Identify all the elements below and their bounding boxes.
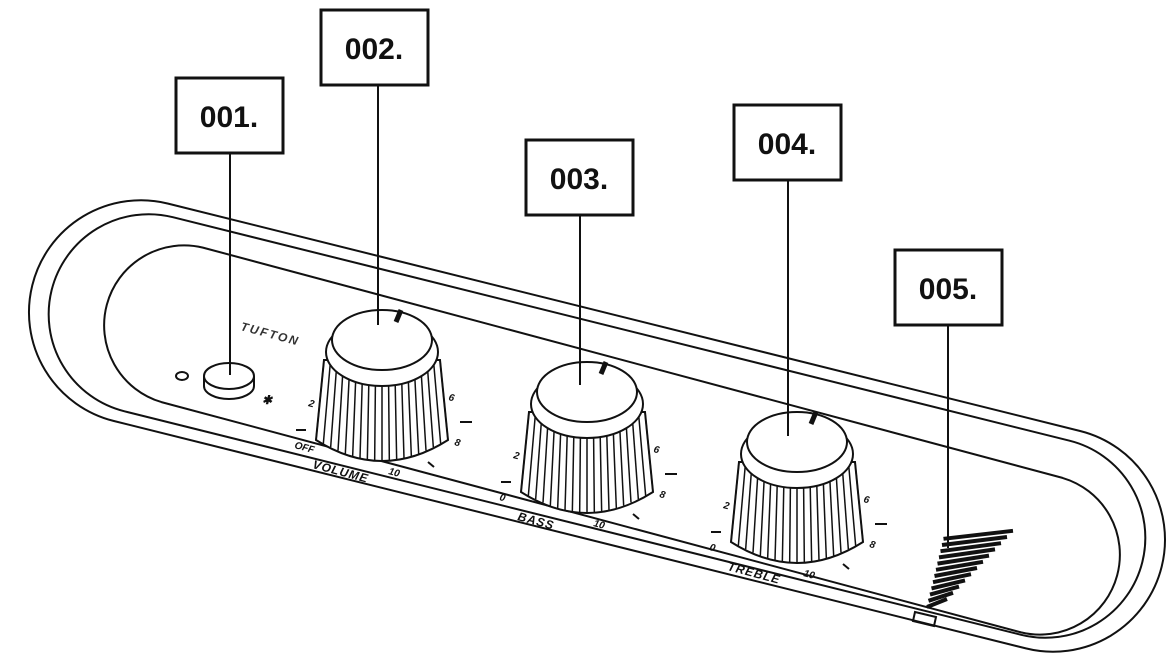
brand-logo: TUFTON: [239, 319, 301, 348]
scale-label: 10: [387, 466, 401, 480]
knob-pointer: [808, 411, 819, 425]
battery-level-bar: [935, 559, 984, 572]
battery-level-bar: [937, 553, 990, 566]
scale-label: 2: [721, 500, 731, 512]
callout-volume-knob: 002.: [319, 8, 430, 325]
callout-box: [524, 138, 635, 217]
callout-box: [319, 8, 430, 87]
battery-level-bar: [929, 584, 960, 597]
callout-box: [174, 76, 285, 155]
panel-outer-edge: [27, 199, 1167, 653]
scale-label: 6: [652, 444, 661, 456]
callout-battery-indicator: 005.: [893, 248, 1004, 548]
battery-level-bar: [932, 572, 972, 585]
battery-level-bar: [934, 566, 978, 578]
knob-pointer: [393, 309, 404, 323]
callout-label: 001.: [200, 101, 258, 134]
scale-label: 6: [447, 392, 456, 404]
panel-recess-edge: [47, 213, 1147, 639]
bluetooth-icon: ✱: [262, 393, 274, 407]
callout-box: [893, 248, 1004, 327]
indicator-led: [175, 371, 189, 381]
scale-label: 8: [658, 489, 667, 501]
scale-label: 8: [868, 539, 877, 551]
callout-label: 005.: [919, 273, 977, 306]
battery-level-bar: [931, 578, 966, 591]
panel-inner-plate: [103, 244, 1121, 636]
battery-level-bar: [943, 528, 1014, 541]
treble-knob[interactable]: 0 2 6 8 10 TREBLE: [708, 411, 887, 587]
knob-name-label: BASS: [516, 509, 556, 532]
scale-label: 8: [453, 437, 462, 449]
callout-bluetooth-button: 001.: [174, 76, 285, 375]
scale-tick: [427, 461, 435, 468]
knob-pointer: [598, 361, 609, 375]
battery-level-bar: [941, 535, 1008, 547]
scale-label: 6: [862, 494, 871, 506]
scale-label: 2: [511, 450, 521, 462]
battery-level-bar: [938, 547, 996, 560]
battery-icon: [911, 610, 938, 628]
scale-label: 10: [802, 568, 816, 582]
battery-level-bar: [940, 541, 1002, 554]
scale-label: 10: [592, 518, 606, 532]
bluetooth-button[interactable]: [175, 362, 255, 400]
scale-tick: [842, 563, 850, 570]
bass-knob[interactable]: 0 2 6 8 10 BASS: [498, 361, 677, 533]
battery-indicator: [911, 528, 1014, 628]
scale-tick: [632, 513, 640, 520]
battery-level-bar: [926, 597, 948, 609]
callout-bass-knob: 003.: [524, 138, 635, 385]
volume-knob[interactable]: OFF 2 6 8 10 VOLUME: [293, 309, 472, 486]
callout-label: 002.: [345, 33, 403, 66]
scale-label: 2: [306, 398, 316, 410]
knob-name-label: VOLUME: [311, 457, 370, 485]
callout-label: 003.: [550, 163, 608, 196]
scale-label: 0: [708, 542, 717, 554]
callout-label: 004.: [758, 128, 816, 161]
callout-box: [732, 103, 843, 182]
callout-treble-knob: 004.: [732, 103, 843, 436]
scale-label: 0: [498, 492, 507, 504]
scale-label: OFF: [293, 440, 316, 456]
battery-level-bar: [927, 590, 954, 603]
knob-name-label: TREBLE: [726, 559, 782, 586]
